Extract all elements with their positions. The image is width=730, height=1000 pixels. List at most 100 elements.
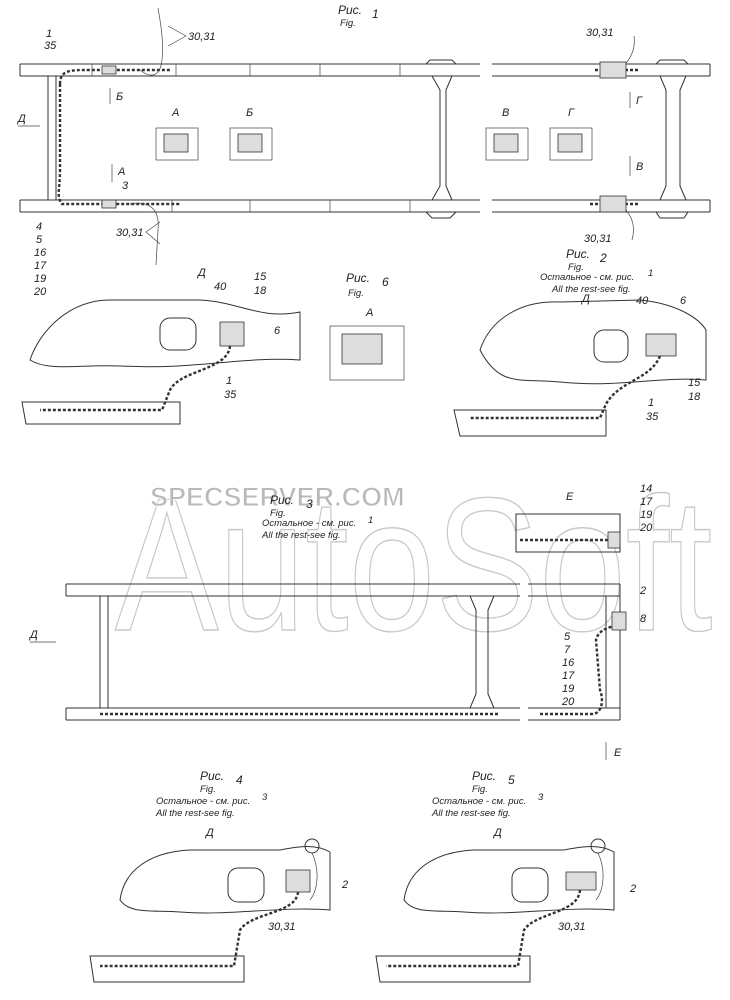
fig2-view-v-title: В xyxy=(502,107,509,119)
fig3-view-e-detail xyxy=(515,513,621,553)
fig5-caption-ru: Рис. xyxy=(472,769,496,783)
figr-d-label: Д xyxy=(580,293,590,305)
fig4-caption-en: Fig. xyxy=(200,784,216,795)
fig4-label-2: 2 xyxy=(341,879,348,891)
fig5-label-2: 2 xyxy=(629,883,636,895)
fig3-stack-bot-item: 16 xyxy=(562,657,575,669)
fig5-note-num: 3 xyxy=(538,792,544,803)
fig3-stack-bot-item: 7 xyxy=(564,644,571,656)
figl-label-1: 1 xyxy=(226,375,232,387)
figl-label-6: 6 xyxy=(274,325,281,337)
fig1-label-3031-top: 30,31 xyxy=(188,31,216,43)
fig1-frame-drawing xyxy=(19,7,480,266)
fig3-side-d-label: Д xyxy=(28,629,38,641)
fig2-note-num: 1 xyxy=(648,268,653,279)
fig4-caption-ru: Рис. xyxy=(200,769,224,783)
fig1-stack-item: 4 xyxy=(36,221,42,233)
fig2-label-3031-top: 30,31 xyxy=(586,27,614,39)
figr-label-18: 18 xyxy=(688,391,701,403)
fig3-callout-stack-top: 14 17 19 20 xyxy=(639,483,653,534)
fig6-view-title: А xyxy=(365,307,373,319)
fig2-view-g-component xyxy=(549,127,593,161)
figr-label-6: 6 xyxy=(680,295,687,307)
fig1-side-d-label: Д xyxy=(16,113,26,125)
fig3-stack-top-item: 14 xyxy=(640,483,652,495)
fig2-view-g-title: Г xyxy=(568,107,575,119)
fig3-note-ru: Остальное - см. рис. xyxy=(262,518,356,529)
fig3-caption-ru: Рис. xyxy=(270,493,294,507)
fig3-label-2: 2 xyxy=(639,585,646,597)
fig3-arrow-e-label: Е xyxy=(614,747,622,759)
fig1-stack-item: 19 xyxy=(34,273,46,285)
figl-d-label: Д xyxy=(196,267,206,279)
fig3-stack-bot-item: 19 xyxy=(562,683,574,695)
fig1-caption-ru: Рис. xyxy=(338,3,362,17)
figl-label-40: 40 xyxy=(214,281,227,293)
fig2-caption-en: Fig. xyxy=(568,262,584,273)
fig4-label-3031: 30,31 xyxy=(268,921,296,933)
fig2-view-v-component xyxy=(485,127,529,161)
fig1-caption-en: Fig. xyxy=(340,18,356,29)
fig5-note-ru: Остальное - см. рис. xyxy=(432,796,526,807)
cab-detail-left xyxy=(21,299,301,425)
fig3-note-num: 1 xyxy=(368,515,373,526)
fig4-note-en: All the rest-see fig. xyxy=(155,808,235,819)
fig1-label-35: 35 xyxy=(44,40,57,52)
fig2-caption-ru: Рис. xyxy=(566,247,590,261)
fig1-arrow-b-label: Б xyxy=(116,91,123,103)
fig2-label-3031-bot: 30,31 xyxy=(584,233,612,245)
fig3-stack-top-item: 20 xyxy=(639,522,653,534)
cab-detail-right xyxy=(453,299,707,437)
fig5-caption-en: Fig. xyxy=(472,784,488,795)
fig1-stack-item: 5 xyxy=(36,234,43,246)
fig3-frame-drawing xyxy=(65,583,627,721)
watermark-specserver: SPECSERVER.COM xyxy=(150,482,405,512)
figr-label-35: 35 xyxy=(646,411,659,423)
fig1-stack-item: 16 xyxy=(34,247,47,259)
figl-label-35: 35 xyxy=(224,389,237,401)
watermark: AutoSoft SPECSERVER.COM xyxy=(114,458,713,671)
fig5-caption-num: 5 xyxy=(508,773,515,787)
fig1-view-b-title: Б xyxy=(246,107,253,119)
figr-label-1: 1 xyxy=(648,397,654,409)
fig1-view-a-title: А xyxy=(171,107,179,119)
fig3-view-e-title: Е xyxy=(566,491,574,503)
fig3-stack-bot-item: 20 xyxy=(561,696,575,708)
fig1-arrow-a-label: А xyxy=(117,166,125,178)
fig3-stack-top-item: 19 xyxy=(640,509,652,521)
fig1-caption-num: 1 xyxy=(372,7,379,21)
fig1-view-a-component xyxy=(155,127,199,161)
fig3-stack-bot-item: 5 xyxy=(564,631,571,643)
fig2-note-en: All the rest-see fig. xyxy=(551,284,631,295)
fig4-note-num: 3 xyxy=(262,792,268,803)
fig4-d-label: Д xyxy=(204,827,214,839)
fig5-d-label: Д xyxy=(492,827,502,839)
fig3-stack-bot-item: 17 xyxy=(562,670,575,682)
fig3-label-8: 8 xyxy=(640,613,647,625)
fig3-stack-top-item: 17 xyxy=(640,496,653,508)
fig4-note-ru: Остальное - см. рис. xyxy=(156,796,250,807)
fig1-label-1: 1 xyxy=(46,28,52,40)
fig3-caption-en: Fig. xyxy=(270,508,286,519)
fig2-frame-drawing xyxy=(492,35,711,241)
fig6-component xyxy=(329,325,405,381)
fig2-caption-num: 2 xyxy=(599,251,607,265)
fig6-caption-en: Fig. xyxy=(348,288,364,299)
fig5-note-en: All the rest-see fig. xyxy=(431,808,511,819)
fig2-arrow-g-label: Г xyxy=(636,95,643,107)
fig1-callout-stack: 4 5 16 17 19 20 xyxy=(33,221,47,298)
figl-label-18: 18 xyxy=(254,285,267,297)
fig1-label-3031-bot: 30,31 xyxy=(116,227,144,239)
fig3-callout-stack-bot: 5 7 16 17 19 20 xyxy=(561,631,575,708)
fig6-caption-ru: Рис. xyxy=(346,271,370,285)
figr-label-40: 40 xyxy=(636,295,649,307)
fig2-arrow-v-label: В xyxy=(636,161,643,173)
watermark-autosoft: AutoSoft xyxy=(115,458,713,670)
fig5-cab-detail xyxy=(375,838,615,983)
fig1-stack-item: 17 xyxy=(34,260,47,272)
fig1-stack-item: 20 xyxy=(33,286,47,298)
fig2-note-ru: Остальное - см. рис. xyxy=(540,272,634,283)
fig6-caption-num: 6 xyxy=(382,275,389,289)
figr-label-15: 15 xyxy=(688,377,701,389)
